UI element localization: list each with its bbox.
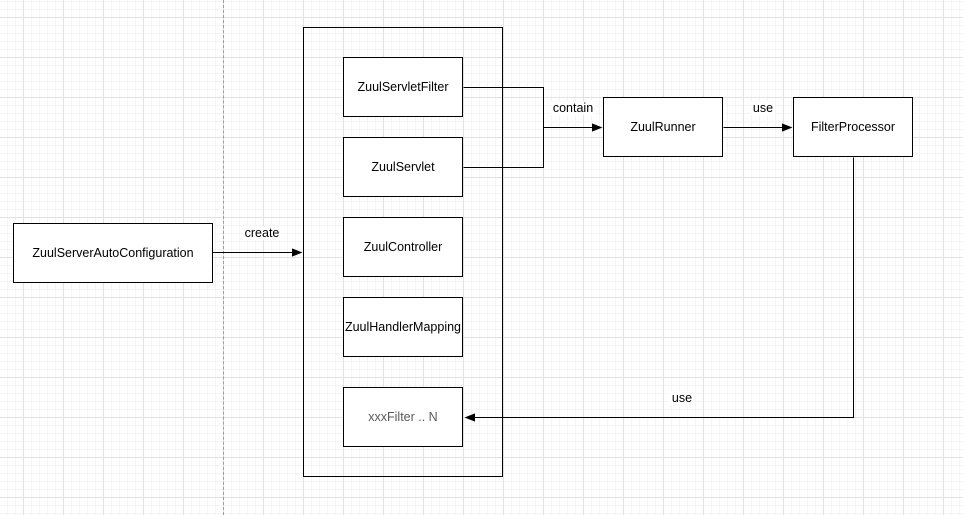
node-label: ZuulServlet (371, 159, 435, 174)
node-filter-processor[interactable]: FilterProcessor (793, 97, 913, 157)
node-label: ZuulRunner (630, 119, 696, 134)
node-zuul-controller[interactable]: ZuulController (343, 217, 463, 277)
page-boundary-line (223, 0, 224, 515)
edge-use-bottom-line[interactable] (475, 157, 854, 418)
edge-label-use-bottom[interactable]: use (669, 391, 695, 405)
node-zuul-servlet-filter[interactable]: ZuulServletFilter (343, 57, 463, 117)
edge-create-arrowhead (292, 248, 303, 257)
node-label: ZuulServletFilter (357, 79, 449, 94)
node-zuul-server-auto-configuration[interactable]: ZuulServerAutoConfiguration (13, 223, 213, 283)
edge-use-bottom-arrowhead (464, 413, 475, 422)
edge-label-contain[interactable]: contain (550, 101, 596, 115)
node-label: ZuulServerAutoConfiguration (32, 245, 194, 260)
edge-label-use-top[interactable]: use (750, 101, 776, 115)
node-label: xxxFilter .. N (368, 409, 438, 424)
edge-label-create[interactable]: create (242, 226, 282, 240)
edge-contain-arrowhead (592, 123, 603, 132)
node-label: ZuulController (363, 239, 443, 254)
node-label: ZuulHandlerMapping (344, 319, 462, 334)
node-zuul-handler-mapping[interactable]: ZuulHandlerMapping (343, 297, 463, 357)
node-zuul-servlet[interactable]: ZuulServlet (343, 137, 463, 197)
node-zuul-components-group[interactable] (303, 27, 503, 477)
node-label: FilterProcessor (810, 119, 896, 134)
node-xxx-filter-n[interactable]: xxxFilter .. N (343, 387, 463, 447)
edge-use-top-arrowhead (782, 123, 793, 132)
node-zuul-runner[interactable]: ZuulRunner (603, 97, 723, 157)
